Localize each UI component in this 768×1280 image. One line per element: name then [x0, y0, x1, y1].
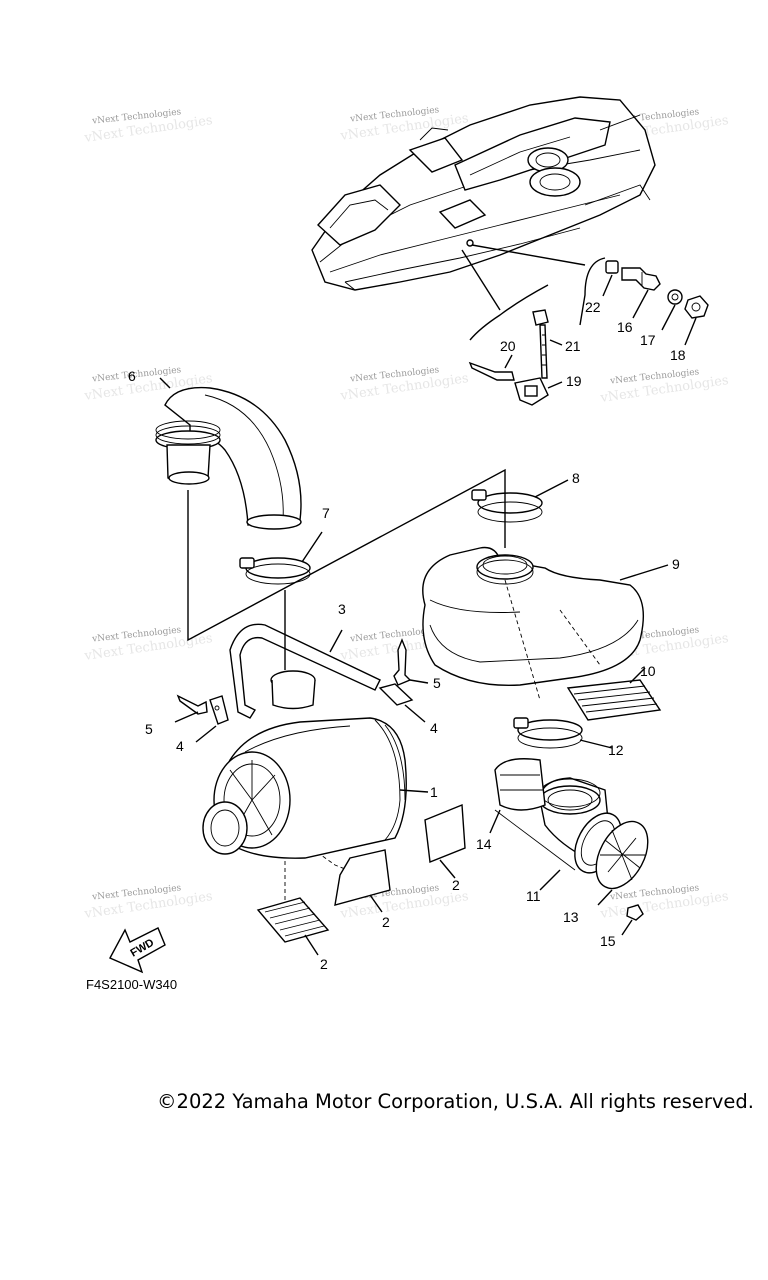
- callout-numbers: 1 2 2 2 3 4 4 5 5 6 7 8 9 10 11 12 13 14…: [128, 299, 686, 972]
- hose-clamps: [239, 479, 613, 749]
- callout-5: 5: [145, 721, 153, 737]
- copyright-notice: ©2022 Yamaha Motor Corporation, U.S.A. A…: [157, 1090, 754, 1113]
- callout-21: 21: [565, 338, 581, 354]
- fasteners-19-20-21: [468, 309, 563, 406]
- outlet-assembly: [489, 758, 649, 936]
- callout-14: 14: [476, 836, 492, 852]
- callout-2: 2: [452, 877, 460, 893]
- callout-6: 6: [128, 368, 136, 384]
- diagram-code: F4S2100-W340: [86, 977, 178, 992]
- callout-18: 18: [670, 347, 686, 363]
- tank-9: [422, 546, 669, 701]
- strap-3: [229, 623, 381, 719]
- callout-17: 17: [640, 332, 656, 348]
- intake-silencer-1: [202, 717, 429, 859]
- callout-4: 4: [430, 720, 438, 736]
- callout-4: 4: [176, 738, 184, 754]
- watercraft-illustration: [311, 96, 656, 291]
- callout-2: 2: [320, 956, 328, 972]
- callout-11: 11: [526, 888, 541, 904]
- callout-16: 16: [617, 319, 633, 335]
- callout-10: 10: [640, 663, 656, 679]
- callout-13: 13: [563, 909, 579, 925]
- mat-10: [566, 667, 662, 721]
- callout-22: 22: [585, 299, 601, 315]
- callout-5: 5: [433, 675, 441, 691]
- callout-1: 1: [430, 784, 438, 800]
- fwd-arrow-icon: FWD: [109, 927, 166, 974]
- callout-12: 12: [608, 742, 624, 758]
- brackets-and-rivets: [174, 638, 429, 743]
- callout-15: 15: [600, 933, 616, 949]
- leader-lines-craft: [461, 244, 606, 341]
- callout-8: 8: [572, 470, 580, 486]
- callout-9: 9: [672, 556, 680, 572]
- callout-19: 19: [566, 373, 582, 389]
- callout-7: 7: [322, 505, 330, 521]
- callout-3: 3: [338, 601, 346, 617]
- callout-2: 2: [382, 914, 390, 930]
- callout-20: 20: [500, 338, 516, 354]
- fitting-parts: [602, 260, 709, 346]
- intake-duct-6: [155, 377, 302, 530]
- pads-2: [256, 803, 466, 956]
